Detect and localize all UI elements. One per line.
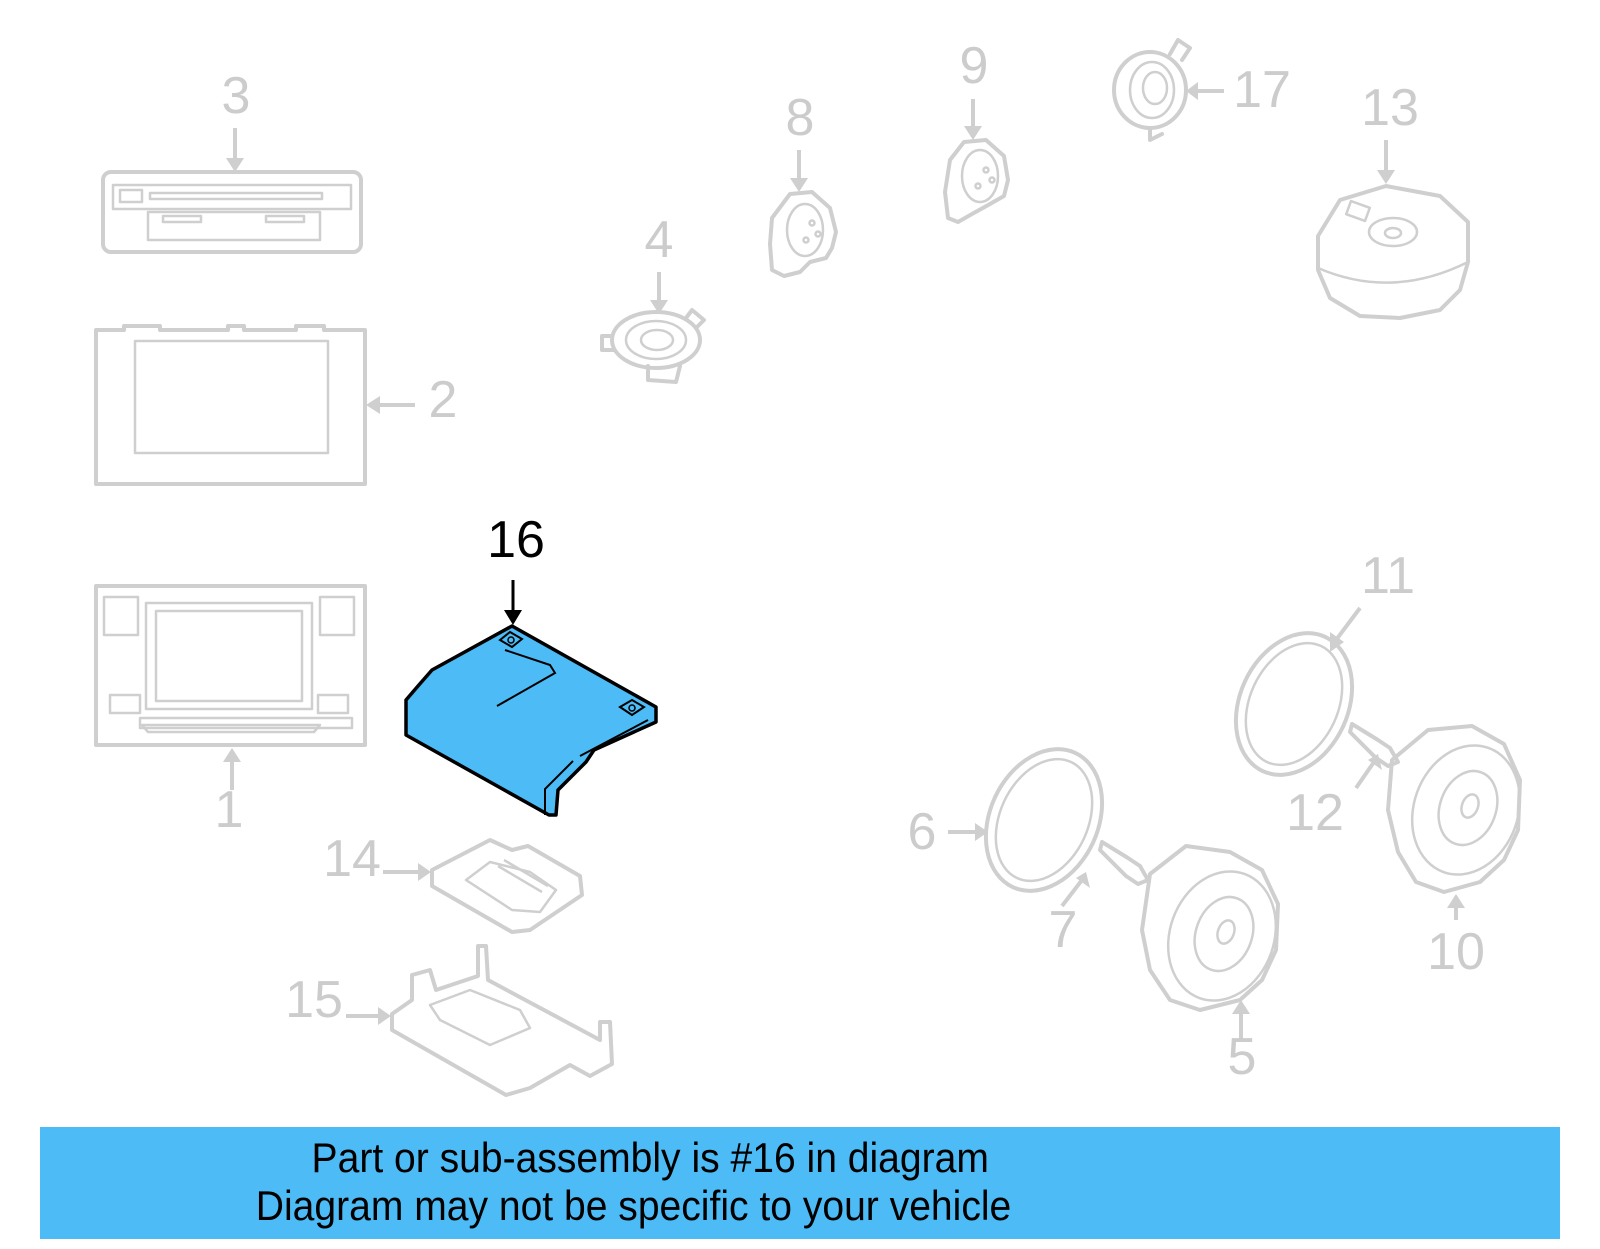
part-5-drawing [1140,844,1280,1040]
part-label-7[interactable]: 7 [1048,901,1078,959]
part-6-drawing [948,747,1105,893]
part-9-drawing [943,99,1010,224]
part-label-17[interactable]: 17 [1233,61,1291,119]
banner-disclaimer: Diagram may not be specific to your vehi… [255,1182,1012,1229]
part-label-14[interactable]: 14 [323,830,381,888]
part-4-drawing [600,272,706,384]
part-16-drawing [404,580,658,817]
part-label-5[interactable]: 5 [1227,1028,1257,1086]
part-label-10[interactable]: 10 [1427,923,1485,981]
part-label-16[interactable]: 16 [487,511,545,569]
banner-part-note: Part or sub-assembly is #16 in diagram [311,1134,989,1181]
part-13-drawing [1316,140,1470,320]
part-label-11[interactable]: 11 [1361,547,1415,605]
part-1-drawing [94,584,367,790]
part-label-2[interactable]: 2 [428,371,458,429]
part-8-drawing [768,150,838,278]
part-15-drawing [346,944,614,1097]
part-label-9[interactable]: 9 [959,37,989,95]
part-label-8[interactable]: 8 [785,89,815,147]
info-banner: Part or sub-assembly is #16 in diagram D… [40,1127,1560,1239]
part-11-drawing [1233,606,1362,777]
part-label-12[interactable]: 12 [1286,784,1344,842]
part-7-drawing [1060,840,1150,908]
part-label-13[interactable]: 13 [1361,79,1419,137]
part-10-drawing [1386,724,1522,920]
part-label-3[interactable]: 3 [221,67,251,125]
part-label-4[interactable]: 4 [644,211,674,269]
part-17-drawing [1112,38,1224,142]
part-label-6[interactable]: 6 [907,803,937,861]
part-2-drawing [94,324,415,486]
part-3-drawing [101,128,363,254]
part-label-15[interactable]: 15 [285,971,343,1029]
part-14-drawing [383,838,584,934]
part-label-1[interactable]: 1 [214,781,244,839]
